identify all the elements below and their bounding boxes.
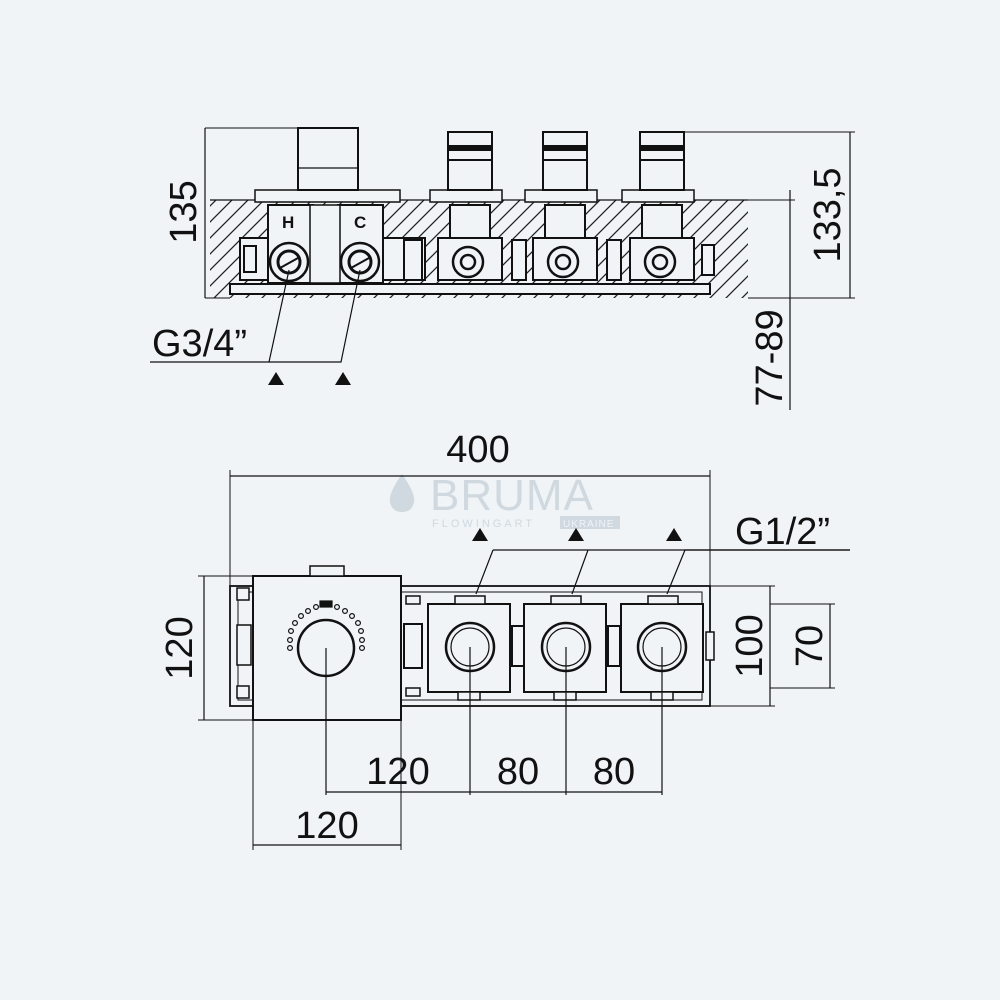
dim-valve-pitch-1: 80: [497, 751, 539, 793]
temperature-scale: [287, 600, 366, 651]
outlet-thread-label: G1/2”: [735, 511, 830, 553]
mounting-rail: [229, 283, 711, 295]
dim-valve-pitch-2: 80: [593, 751, 635, 793]
dim-overall-width: 400: [446, 429, 509, 471]
side-valve-2: [524, 131, 622, 281]
hot-label: H: [282, 213, 294, 232]
dim-mixer-height: 120: [159, 616, 201, 679]
cold-inlet-marker: [335, 372, 351, 385]
front-valve-2: [523, 595, 607, 701]
cold-label: C: [354, 213, 366, 232]
brand-name: BRUMA: [430, 471, 594, 520]
outlet-2-marker: [568, 528, 584, 541]
hot-inlet: [268, 241, 310, 283]
dim-handle-height: 133,5: [807, 167, 849, 262]
cold-inlet: [339, 241, 381, 283]
dim-valve-body: 70: [789, 625, 831, 667]
dim-mixer-to-valve: 120: [366, 751, 429, 793]
front-view: [198, 470, 850, 850]
side-valve-3: [621, 131, 715, 281]
dim-depth-range: 77-89: [749, 309, 791, 406]
mixer-handle: [297, 127, 359, 191]
outlet-1-marker: [472, 528, 488, 541]
dim-total-height: 135: [163, 180, 205, 243]
mixer-front-plate: [254, 189, 401, 203]
side-view: [150, 127, 855, 410]
front-valve-1: [427, 595, 511, 701]
brand-region-badge: [560, 516, 620, 529]
hot-inlet-marker: [268, 372, 284, 385]
dim-plate-height: 100: [729, 614, 771, 677]
brand-watermark: BRUMA FLOWINGART UKRAINE: [389, 471, 620, 530]
brand-tagline: FLOWINGART: [432, 518, 535, 530]
brand-region: UKRAINE: [563, 519, 614, 530]
inlet-thread-label: G3/4”: [152, 323, 247, 365]
drop-icon: [389, 474, 415, 512]
outlet-3-marker: [666, 528, 682, 541]
dim-mixer-width: 120: [295, 805, 358, 847]
side-valve-1: [429, 131, 527, 281]
